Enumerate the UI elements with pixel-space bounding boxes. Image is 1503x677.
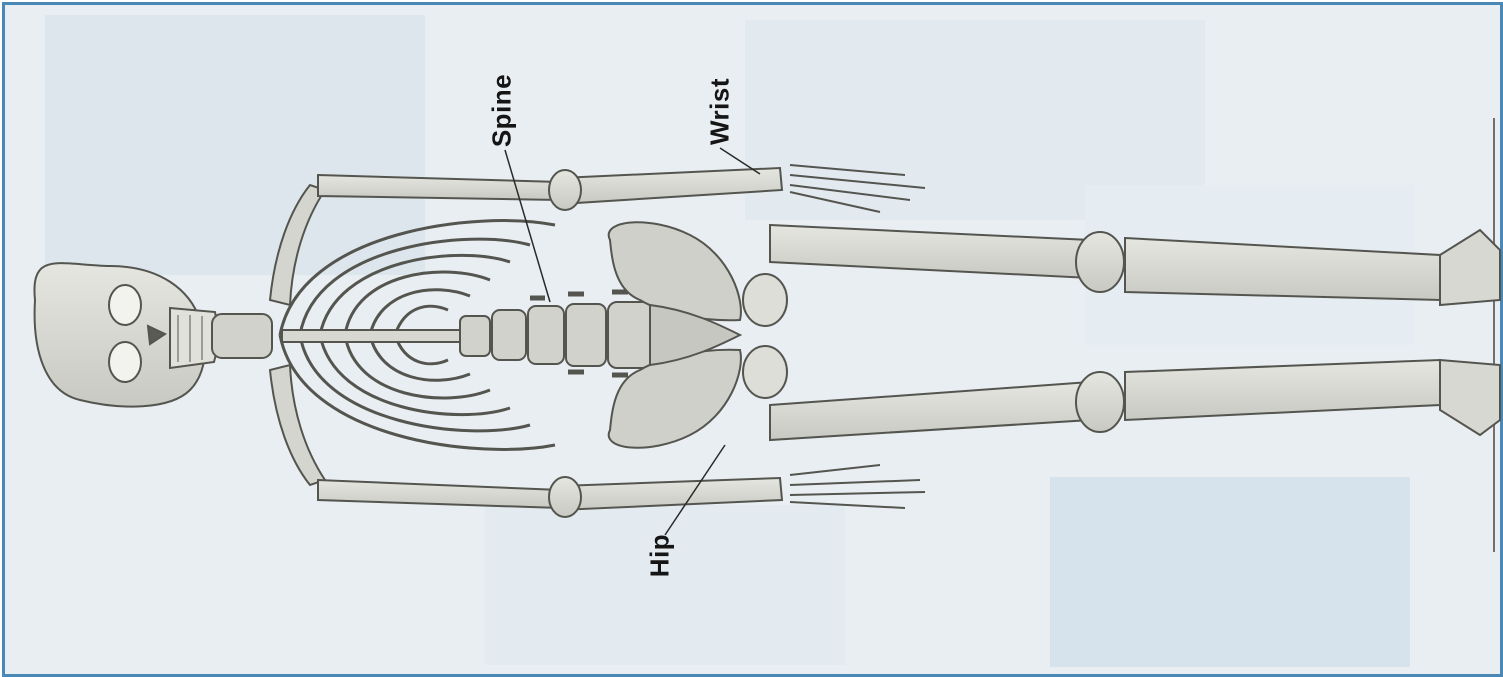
hip-label: Hip bbox=[645, 526, 676, 586]
wrist-label: Wrist bbox=[705, 72, 736, 152]
leg-bones bbox=[770, 225, 1440, 440]
skull bbox=[34, 263, 220, 406]
spine-leader-line bbox=[505, 150, 550, 302]
foot-bones bbox=[1440, 230, 1500, 435]
hand-bones bbox=[790, 165, 925, 508]
spine-label: Spine bbox=[487, 71, 518, 151]
